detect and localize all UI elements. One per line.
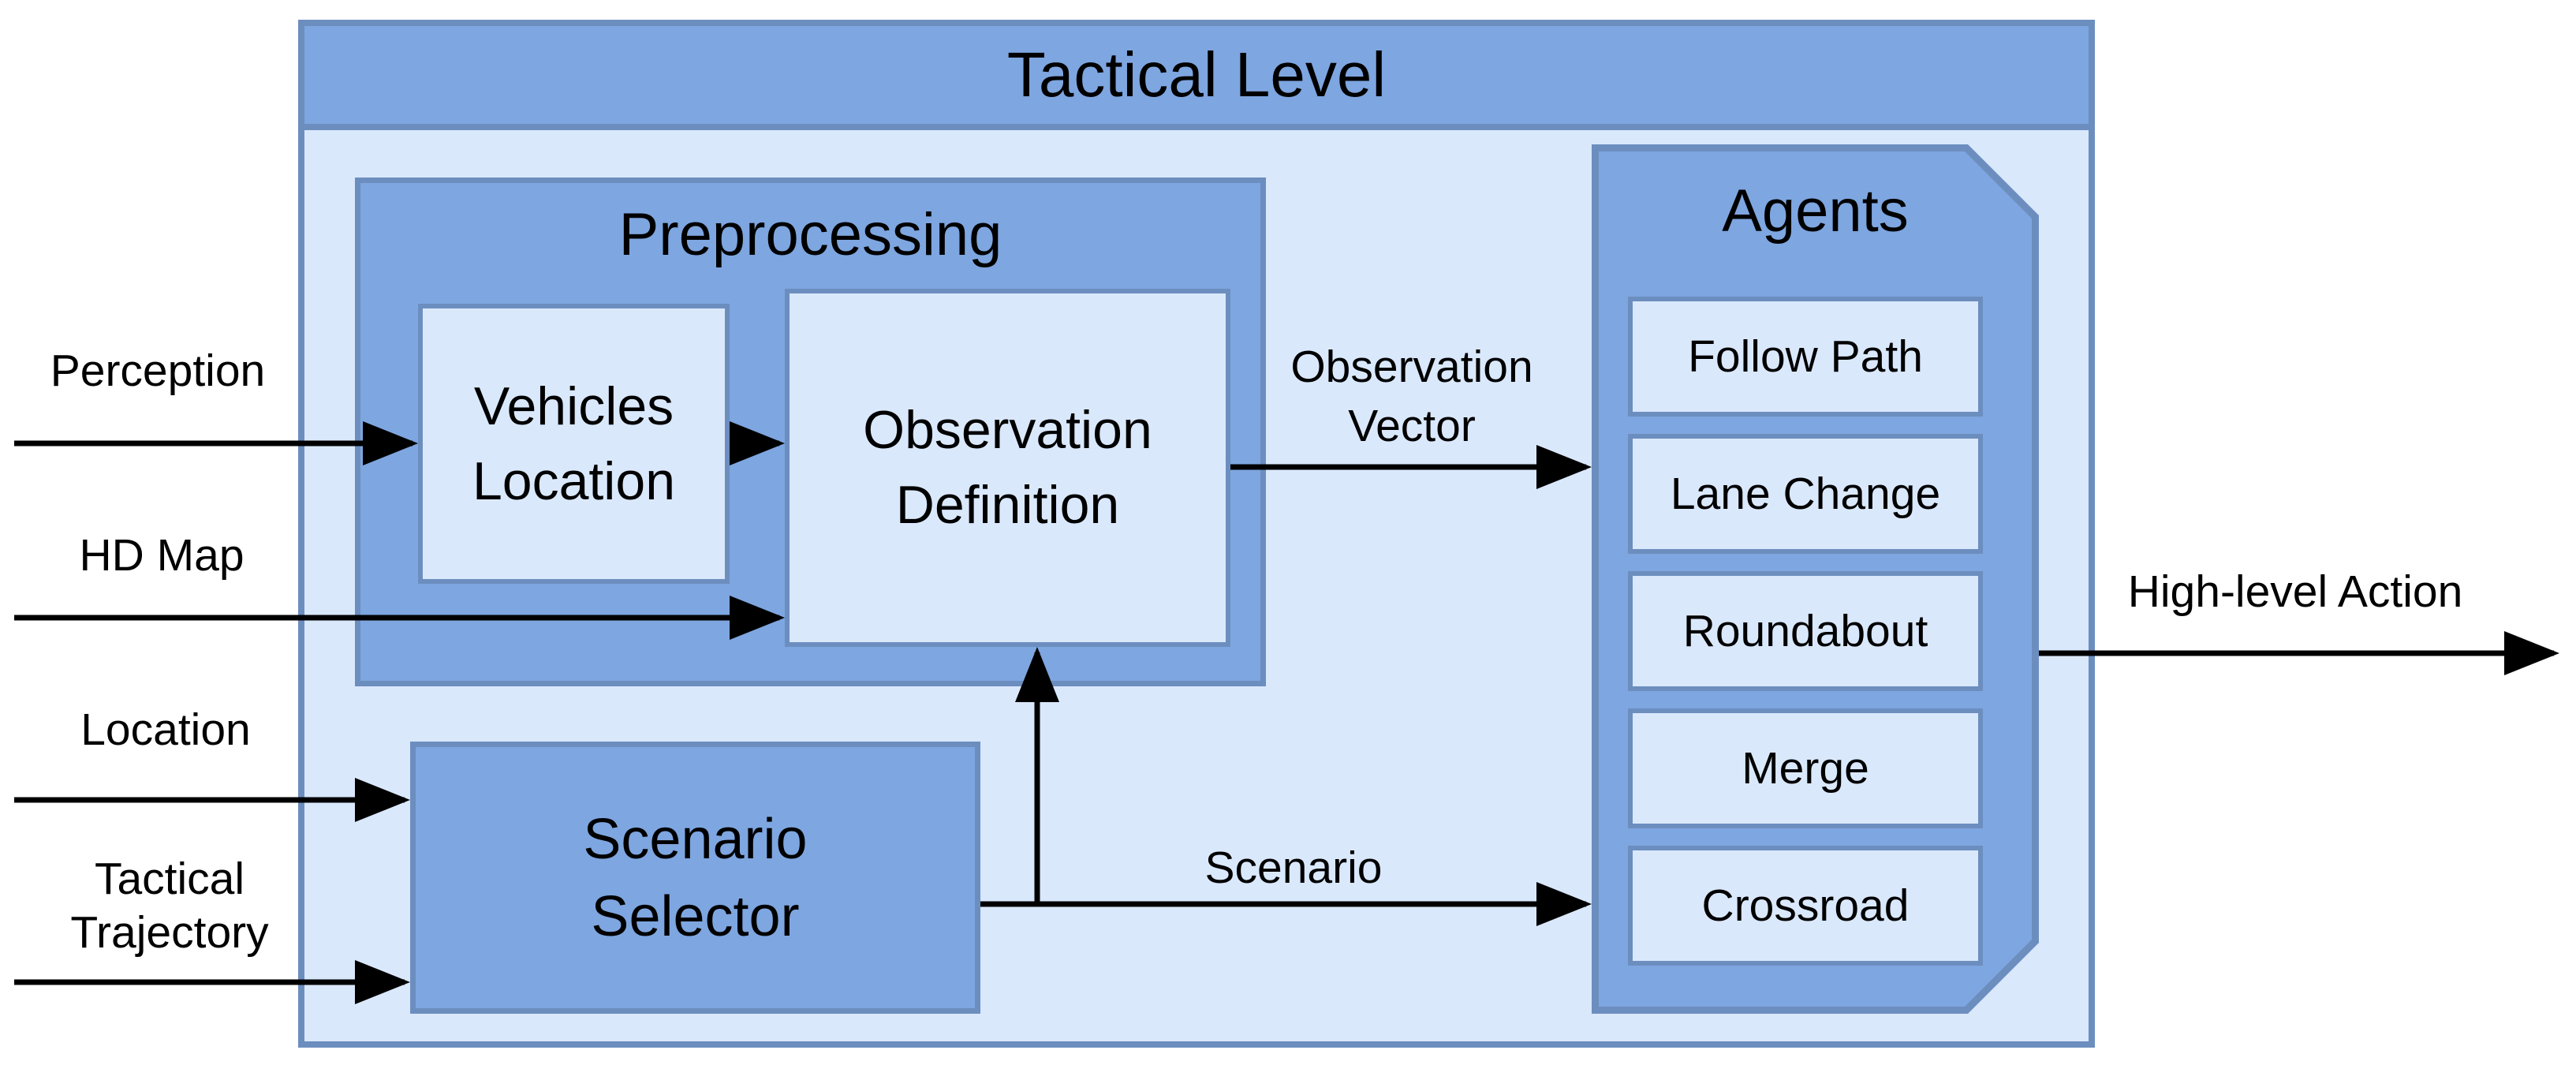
preprocessing-title: Preprocessing xyxy=(618,201,1002,268)
agent-item-roundabout: Roundabout xyxy=(1628,571,1983,691)
agents-group-inner: Agents Follow Path Lane Change Roundabou… xyxy=(1599,151,2032,1007)
agent-item-crossroad: Crossroad xyxy=(1628,846,1983,966)
agents-title: Agents xyxy=(1722,178,1909,245)
flow-label-observation-vector: Observation Vector xyxy=(1290,342,1533,451)
tactical-level-header: Tactical Level xyxy=(304,26,2089,130)
scenario-selector-label: Scenario Selector xyxy=(583,807,808,948)
vehicles-location-label: Vehicles Location xyxy=(472,376,676,511)
agents-group: Agents Follow Path Lane Change Roundabou… xyxy=(1592,144,2039,1014)
flow-label-scenario: Scenario xyxy=(1204,843,1383,893)
flow-label-high-level-action: High-level Action xyxy=(2127,566,2463,617)
input-label-perception: Perception xyxy=(50,346,266,396)
input-label-tactical-trajectory: Tactical Trajectory xyxy=(70,854,269,958)
scenario-selector-box: Scenario Selector xyxy=(410,742,980,1014)
input-label-location: Location xyxy=(80,704,251,755)
agent-item-merge: Merge xyxy=(1628,708,1983,828)
vehicles-location-box: Vehicles Location xyxy=(418,304,730,584)
observation-definition-label: Observation Definition xyxy=(863,400,1152,535)
observation-definition-box: Observation Definition xyxy=(785,289,1230,647)
agent-item-lane-change: Lane Change xyxy=(1628,434,1983,554)
tactical-level-title: Tactical Level xyxy=(1006,39,1387,110)
input-label-hd-map: HD Map xyxy=(79,530,245,581)
agent-item-follow-path: Follow Path xyxy=(1628,297,1983,417)
